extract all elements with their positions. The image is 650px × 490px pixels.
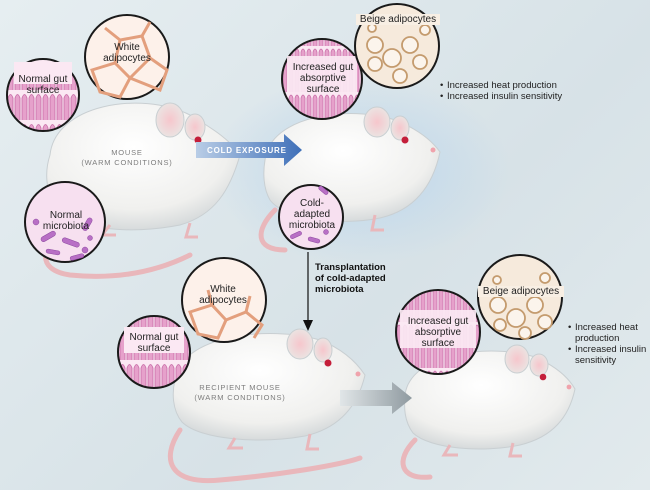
circle-increased-gut-top — [281, 38, 363, 120]
effect-item: Increased insulin sensitivity — [568, 344, 648, 366]
cold-exposure-arrow — [196, 134, 302, 166]
circle-beige-adipocytes-top — [354, 3, 440, 89]
label-increased-gut-bottom: Increased gut absorptive surface — [407, 316, 469, 349]
recipient-arrow — [340, 382, 412, 414]
label-normal-gut-bottom: Normal gut surface — [129, 332, 179, 354]
label-mouse-warm: MOUSE (WARM CONDITIONS) — [81, 148, 173, 167]
transplant-arrow — [303, 252, 313, 331]
label-beige-adipocytes-bottom: Beige adipocytes — [478, 286, 564, 297]
label-white-adipocytes-bottom: White adipocytes — [199, 284, 247, 306]
label-cold-exposure: COLD EXPOSURE — [207, 146, 287, 155]
effects-list-top: Increased heat production Increased insu… — [440, 80, 570, 102]
label-white-adipocytes-top: White adipocytes — [103, 42, 151, 64]
label-increased-gut-top: Increased gut absorptive surface — [292, 62, 354, 95]
effect-item: Increased heat production — [440, 80, 570, 91]
circle-normal-microbiota — [24, 181, 106, 263]
effect-item: Increased insulin sensitivity — [440, 91, 570, 102]
label-normal-microbiota: Normal microbiota — [42, 210, 90, 232]
circle-beige-adipocytes-bottom — [477, 254, 563, 340]
mouse-recipient — [168, 328, 366, 484]
label-transplantation: Transplantation of cold-adapted microbio… — [315, 262, 386, 295]
circle-normal-gut-bottom — [117, 315, 191, 389]
label-recipient-mouse: RECIPIENT MOUSE (WARM CONDITIONS) — [194, 383, 286, 402]
circle-increased-gut-bottom — [395, 289, 481, 375]
circle-white-adipocytes-bottom — [181, 257, 267, 343]
circle-cold-adapted-microbiota — [278, 184, 344, 250]
label-beige-adipocytes-top: Beige adipocytes — [356, 14, 440, 25]
label-normal-gut-top: Normal gut surface — [18, 74, 68, 96]
label-cold-adapted-microbiota: Cold-adapted microbiota — [288, 198, 336, 231]
effect-item: Increased heat production — [568, 322, 648, 344]
effects-list-bottom: Increased heat production Increased insu… — [568, 322, 648, 366]
mouse-recipient-transformed — [400, 344, 576, 480]
circle-normal-gut-top — [6, 58, 80, 132]
circle-white-adipocytes-top — [84, 14, 170, 100]
